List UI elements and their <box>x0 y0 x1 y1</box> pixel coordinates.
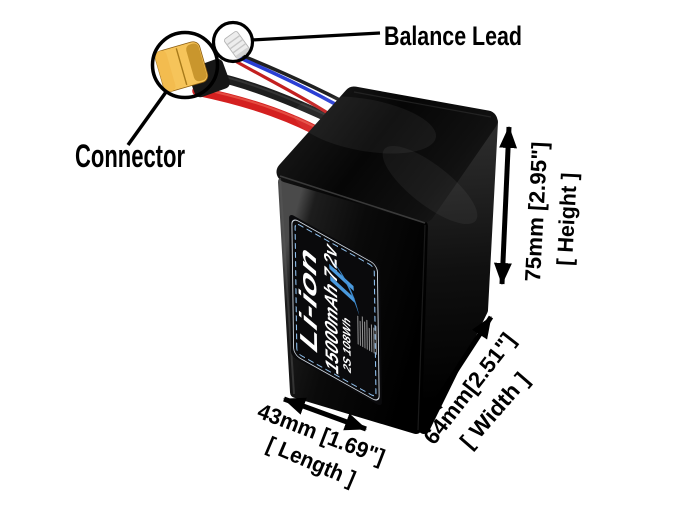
connector-callout-line <box>126 90 168 147</box>
label-border-outer <box>291 219 380 401</box>
top-face-glint <box>293 96 437 154</box>
brand-logo-icon <box>329 260 360 316</box>
height-value: 75mm [2.95"] <box>520 141 552 282</box>
balance-callout-line <box>250 31 381 42</box>
top-right-edge-highlight <box>353 91 492 118</box>
balance-circle-icon <box>211 20 255 64</box>
battery-top-face <box>276 86 498 223</box>
width-arrow <box>421 315 494 422</box>
front-left-edge-highlight <box>279 177 295 395</box>
label-background <box>289 214 382 406</box>
height-arrow <box>493 126 518 285</box>
battery-printed-label: Li-ion 15000mAh 7.2v 2S 108Wh <box>289 214 382 406</box>
connector-label: Connector <box>75 138 185 174</box>
fine-print-lines <box>357 315 377 355</box>
front-right-edge-highlight <box>417 224 426 431</box>
label-chemistry: Li-ion <box>294 242 323 356</box>
label-spec: 15000mAh 7.2v <box>321 239 343 378</box>
top-face-glint-2 <box>382 145 478 225</box>
height-label: [ Height ] <box>552 172 582 266</box>
length-arrow <box>283 396 367 432</box>
label-config: 2S 108Wh <box>340 314 353 375</box>
connector-circle-icon <box>150 30 220 100</box>
balance-lead-label: Balance Lead <box>384 21 522 51</box>
label-border-dashed <box>294 223 377 397</box>
top-front-edge-highlight <box>279 175 426 224</box>
jst-balance-plug-icon <box>224 31 250 59</box>
xt60-connector-icon <box>154 41 209 92</box>
